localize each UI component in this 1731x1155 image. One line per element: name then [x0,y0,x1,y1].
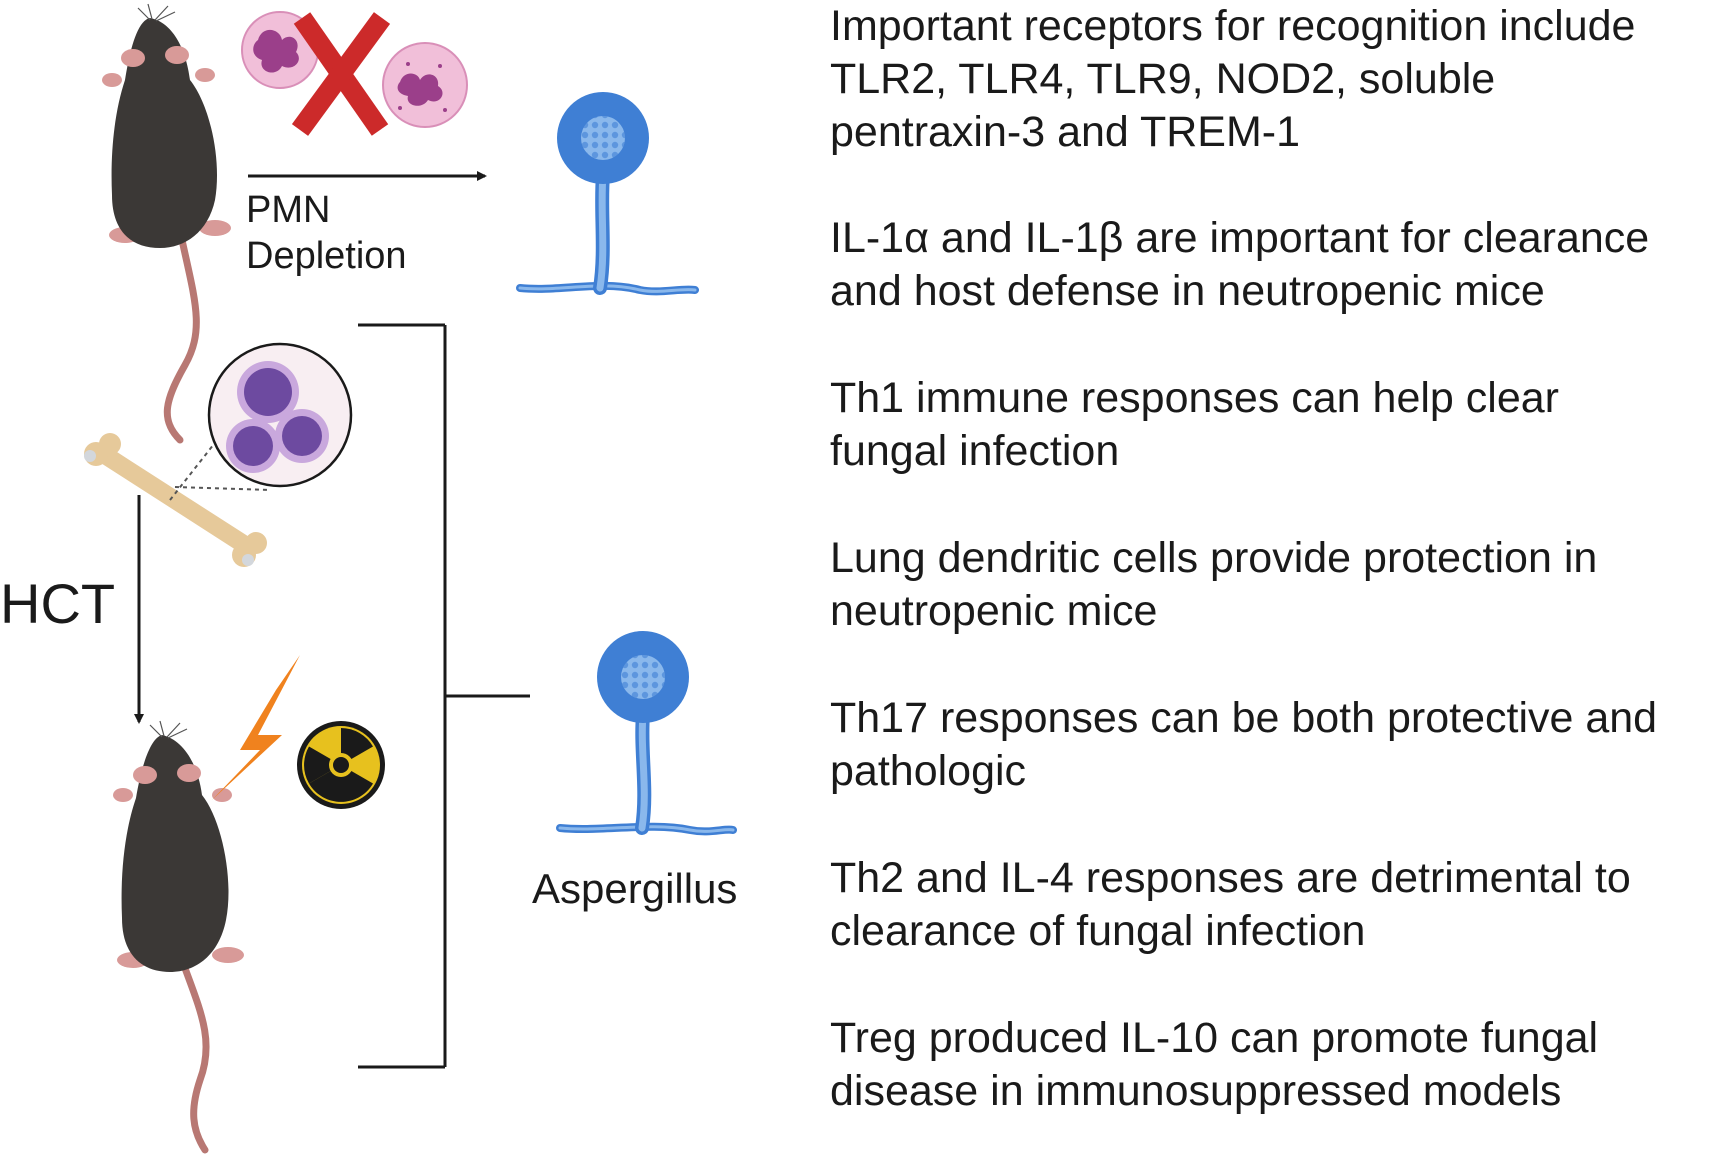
lightning-icon [212,655,300,800]
statement-il1: IL-1α and IL-1β are important for cleara… [830,214,1650,315]
aspergillus-icon [516,92,699,296]
hct-label: HCT [0,572,116,635]
statement-th2: Th2 and IL-4 responses are detrimental t… [830,854,1631,955]
statement-treg: Treg produced IL-10 can promote fungal d… [830,1014,1599,1115]
pmn-depletion-label: PMN Depletion [246,187,407,279]
statement-th1: Th1 immune responses can help clear fung… [830,374,1559,475]
statement-receptors: Important receptors for recognition incl… [830,2,1636,156]
aspergillus-label: Aspergillus [532,865,738,912]
pmn-depletion-label-line: PMN [246,189,331,231]
radiation-icon [297,721,385,809]
aspergillus-icon [556,631,737,836]
cross-icon [291,12,391,136]
mouse-icon [113,720,244,1154]
neutrophil-icon [382,42,468,128]
statement-th17: Th17 responses can be both protective an… [830,694,1658,795]
bone-icon [84,433,267,567]
mouse-icon [102,3,231,444]
zoom-line [174,486,271,491]
stem-cell-icon [207,342,353,488]
bracket [358,323,530,1069]
statement-dendritic-cells: Lung dendritic cells provide protection … [830,534,1598,635]
pmn-depletion-label-line: Depletion [246,235,407,277]
